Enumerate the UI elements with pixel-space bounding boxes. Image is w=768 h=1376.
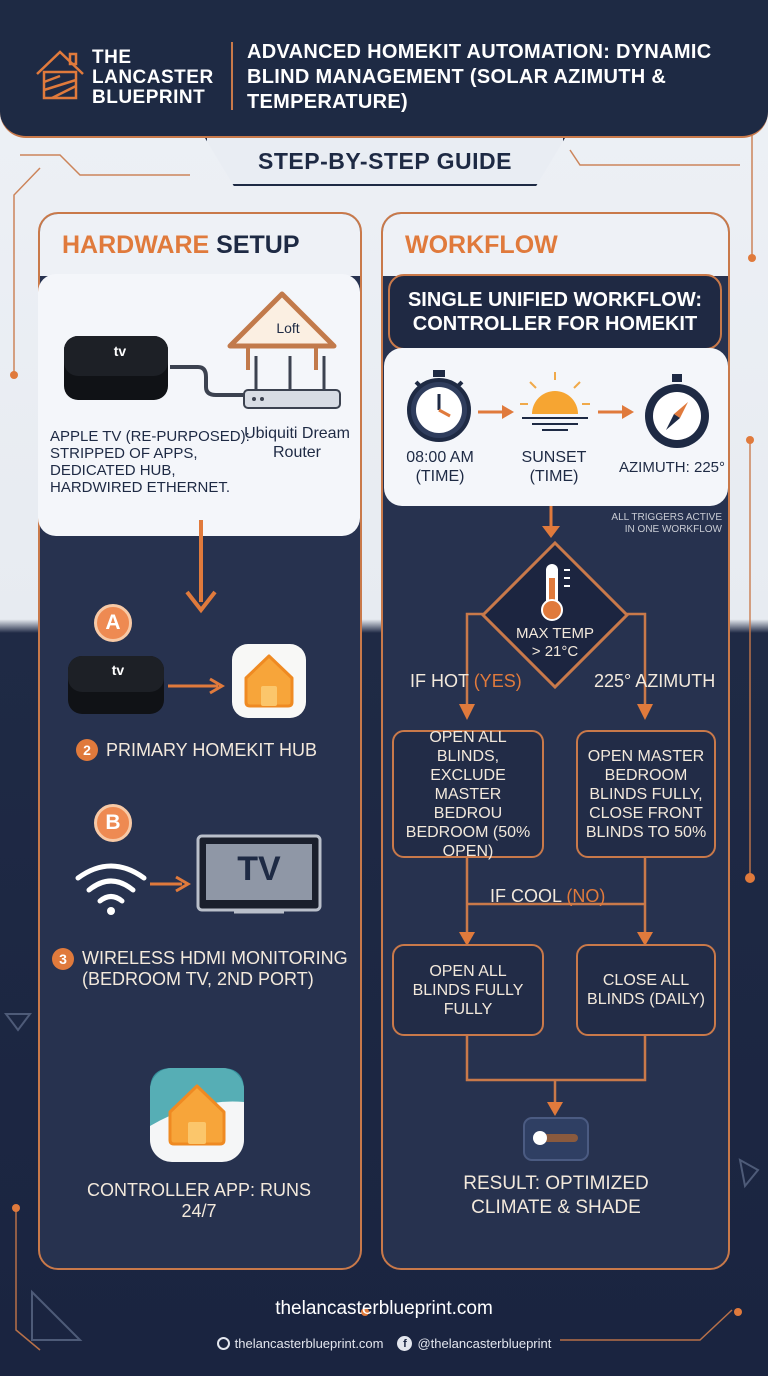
footer-web-text: thelancasterblueprint.com [234,1336,384,1351]
triggers-note-1: ALL TRIGGERS ACTIVE [611,512,722,523]
hardware-title-rest: SETUP [209,230,300,259]
if-cool-text: IF COOL [490,886,562,906]
apple-tv-description: APPLE TV (RE-PURPOSED): STRIPPED OF APPS… [50,428,250,496]
loft-label: Loft [276,320,300,336]
arrow-right-icon [168,677,225,695]
hot-action-box: OPEN ALL BLINDS, EXCLUDE MASTER BEDROU B… [392,729,544,860]
brand-line-3: BLUEPRINT [92,87,206,108]
decision-line-2: > 21°C [531,643,579,660]
result-label: RESULT: OPTIMIZED CLIMATE & SHADE [463,1173,649,1218]
decision-diamond [480,540,630,690]
tv-icon [196,834,322,914]
arrow-right-3-icon [478,405,514,419]
hardware-panel-header: HARDWARE SETUP [40,214,360,276]
controller-app-label: CONTROLLER APP: RUNS 24/7 [86,1180,312,1221]
if-cool-label: IF COOL (NO) [490,886,630,907]
trigger-azimuth-label: AZIMUTH: 225° [618,459,726,476]
unified-workflow-line-1: SINGLE UNIFIED WORKFLOW: [407,289,703,311]
trigger-time-label: 08:00 AM (TIME) [406,449,474,485]
if-cool-no: (NO) [566,886,606,906]
sunset-icon [520,372,590,431]
page-title: ADVANCED HOMEKIT AUTOMATION: DYNAMIC BLI… [247,41,712,113]
guide-banner: STEP-BY-STEP GUIDE [205,138,565,186]
tv-screen-label: TV [237,850,281,888]
router-icon [243,356,341,409]
hardware-title-accent: HARDWARE [62,230,210,259]
footer-facebook-link[interactable]: f @thelancasterblueprint [397,1336,551,1351]
azimuth-action-box: OPEN MASTER BEDROOM BLINDS FULLY, CLOSE … [576,730,716,858]
triggers-note: ALL TRIGGERS ACTIVE IN ONE WORKFLOW [580,512,722,536]
arrow-right-2-icon [150,875,191,893]
house-logo-icon [36,50,84,100]
result-slider-icon [523,1117,589,1161]
footer-social: thelancasterblueprint.com f @thelancaste… [0,1336,768,1351]
brand-logo-text: THE LANCASTER BLUEPRINT [92,48,214,108]
brand-line-2: LANCASTER [92,67,214,88]
apple-tv-logo: tv [113,343,127,359]
clock-icon [407,370,471,442]
step-3-label: WIRELESS HDMI MONITORING (BEDROOM TV, 2N… [82,948,348,989]
arrow-right-4-icon [598,405,634,419]
step-3-badge: 3 [52,948,74,970]
apple-tv-hub-logo: tv [111,662,125,678]
step-2-label: PRIMARY HOMEKIT HUB [106,740,318,760]
router-label: Ubiquiti Dream Router [244,425,350,461]
workflow-panel-header: WORKFLOW [383,214,728,276]
apple-tv-icon [64,336,168,400]
apple-tv-hub-icon [68,656,164,714]
azimuth-branch-label: 225° AZIMUTH [594,671,716,691]
controller-app-icon [150,1068,244,1162]
triggers-note-2: IN ONE WORKFLOW [624,524,722,535]
badge-b: B [94,804,132,842]
arrow-down-2-icon [542,506,560,538]
header-divider [231,42,233,110]
ethernet-cable-icon [170,365,260,397]
arrow-down-icon [185,520,217,614]
step-2-badge: 2 [76,739,98,761]
footer-web-link[interactable]: thelancasterblueprint.com [216,1336,384,1351]
close-action-box: CLOSE ALL BLINDS (DAILY) [576,944,716,1036]
badge-a: A [94,604,132,642]
wifi-icon [75,863,147,915]
loft-roof-icon [227,291,337,370]
if-hot-label: IF HOT (YES) [410,671,530,692]
brand-line-1: THE [92,47,132,68]
footer-social-text: @thelancasterblueprint [417,1336,552,1351]
workflow-title: WORKFLOW [405,230,558,259]
trigger-sunset-label: SUNSET (TIME) [521,449,587,485]
decision-line-1: MAX TEMP [515,625,595,642]
unified-workflow-title: SINGLE UNIFIED WORKFLOW: CONTROLLER FOR … [388,274,722,350]
facebook-icon: f [397,1336,413,1351]
globe-icon [216,1337,230,1350]
compass-icon [645,374,709,448]
header-bar [0,0,768,138]
homekit-home-icon [232,644,306,718]
unified-workflow-line-2: CONTROLLER FOR HOMEKIT [412,313,698,335]
if-hot-yes: (YES) [473,671,522,691]
decision-label: MAX TEMP > 21°C [505,625,605,661]
cool-action-box: OPEN ALL BLINDS FULLY FULLY [392,944,544,1036]
flow-connectors [459,612,653,1116]
if-hot-text: IF HOT [410,671,469,691]
footer-url[interactable]: thelancasterblueprint.com [275,1298,493,1319]
